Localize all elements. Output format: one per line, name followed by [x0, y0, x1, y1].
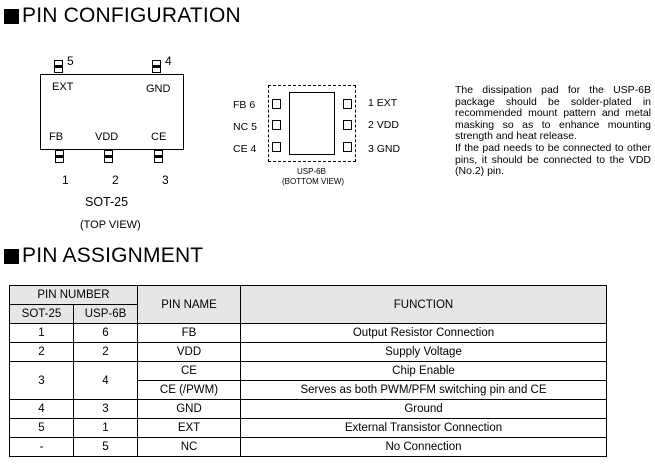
cell-sot: 4	[9, 399, 74, 419]
cell-sot: 1	[9, 323, 74, 343]
usp6b-pad-1	[343, 99, 352, 109]
table-row: CE (/PWM) Serves as both PWM/PFM switchi…	[10, 380, 607, 400]
sot25-label-ext: EXT	[52, 81, 74, 93]
header-pin-name: PIN NAME	[137, 285, 241, 324]
cell-usp: 4	[73, 361, 138, 400]
table-row: 4 3 GND Ground	[9, 399, 607, 419]
sot25-label-ce: CE	[151, 131, 167, 143]
sot25-pin-3	[154, 150, 163, 163]
cell-function: Ground	[240, 399, 607, 419]
cell-usp: 5	[73, 437, 138, 457]
cell-name: EXT	[137, 418, 241, 438]
usp6b-label-ce4: CE 4	[233, 143, 257, 155]
cell-function: Output Resistor Connection	[240, 323, 607, 343]
sot25-label-fb: FB	[49, 131, 64, 143]
header-sot25: SOT-25	[9, 304, 74, 324]
cell-name: VDD	[137, 342, 241, 362]
sot25-pin-2	[104, 150, 113, 163]
table-row: 1 6 FB Output Resistor Connection	[9, 323, 607, 343]
sot25-label-vdd: VDD	[95, 131, 119, 143]
cell-sot: 2	[9, 342, 74, 362]
usp6b-label-nc5: NC 5	[233, 121, 257, 133]
header-pin-number: PIN NUMBER	[9, 285, 138, 305]
cell-name: CE (/PWM)	[137, 380, 241, 400]
usp6b-view-label: (BOTTOM VIEW)	[282, 177, 345, 186]
usp6b-pad-5	[272, 120, 281, 130]
cell-sot: 3	[9, 361, 74, 400]
usp6b-pad-6	[272, 99, 281, 109]
usp6b-pad-3	[343, 142, 352, 152]
pin-configuration-title-text: PIN CONFIGURATION	[22, 4, 241, 27]
sot25-pin-1-number: 1	[62, 173, 69, 187]
sot25-pin-4	[152, 60, 161, 73]
usp6b-label-fb6: FB 6	[233, 99, 256, 111]
cell-name: FB	[137, 323, 241, 343]
cell-function: Serves as both PWM/PFM switching pin and…	[240, 380, 607, 400]
cell-sot: 5	[9, 418, 74, 438]
bullet-square-icon	[4, 8, 19, 24]
sot25-package-name: SOT-25	[85, 195, 129, 209]
table-row: 3 4 CE Chip Enable	[9, 361, 607, 400]
sot25-view-label: (TOP VIEW)	[80, 219, 141, 231]
note-paragraph-2: If the pad needs to be connected to othe…	[455, 141, 651, 178]
usp6b-package-name: USP-6B	[297, 167, 326, 176]
header-function: FUNCTION	[240, 285, 607, 324]
table-row: 2 2 VDD Supply Voltage	[9, 342, 607, 362]
cell-name: CE	[137, 361, 241, 381]
pin-assignment-title-text: PIN ASSIGNMENT	[22, 244, 204, 267]
bullet-square-icon	[4, 248, 19, 264]
sot25-package-body	[40, 74, 184, 150]
table-row: 5 1 EXT External Transistor Connection	[9, 418, 607, 438]
sot25-pin-5-number: 5	[67, 54, 74, 68]
dissipation-pad-note: The dissipation pad for the USP-6B packa…	[455, 84, 651, 178]
usp6b-label-vdd2: 2 VDD	[368, 119, 399, 131]
sot25-pin-3-number: 3	[162, 173, 169, 187]
usp6b-pad-4	[272, 142, 281, 152]
pin-assignment-table: PIN NUMBER PIN NAME FUNCTION SOT-25 USP-…	[9, 285, 607, 457]
cell-usp: 1	[73, 418, 138, 438]
cell-function: External Transistor Connection	[240, 418, 607, 438]
cell-usp: 3	[73, 399, 138, 419]
table-header-row: PIN NUMBER PIN NAME FUNCTION	[9, 285, 607, 324]
usp6b-label-ext1: 1 EXT	[368, 97, 398, 109]
note-paragraph-1: The dissipation pad for the USP-6B packa…	[455, 84, 651, 143]
sot25-pin-5	[54, 60, 63, 73]
usp6b-pad-2	[343, 120, 352, 130]
cell-function: Chip Enable	[240, 361, 607, 381]
sot25-label-gnd: GND	[146, 83, 171, 95]
pin-assignment-title: PIN ASSIGNMENT	[4, 244, 203, 268]
header-usp6b: USP-6B	[73, 304, 138, 324]
cell-sot: -	[9, 437, 74, 457]
cell-name: GND	[137, 399, 241, 419]
usp6b-package-body	[268, 85, 356, 162]
sot25-pin-2-number: 2	[112, 173, 119, 187]
usp6b-heat-pad	[289, 92, 335, 155]
sot25-pin-1	[55, 150, 64, 163]
cell-usp: 6	[73, 323, 138, 343]
sot25-pin-4-number: 4	[165, 54, 172, 68]
cell-function: No Connection	[240, 437, 607, 457]
pin-configuration-title: PIN CONFIGURATION	[4, 4, 241, 28]
cell-function: Supply Voltage	[240, 342, 607, 362]
usp6b-label-gnd3: 3 GND	[368, 143, 401, 155]
table-row: - 5 NC No Connection	[9, 437, 607, 457]
cell-usp: 2	[73, 342, 138, 362]
cell-name: NC	[137, 437, 241, 457]
